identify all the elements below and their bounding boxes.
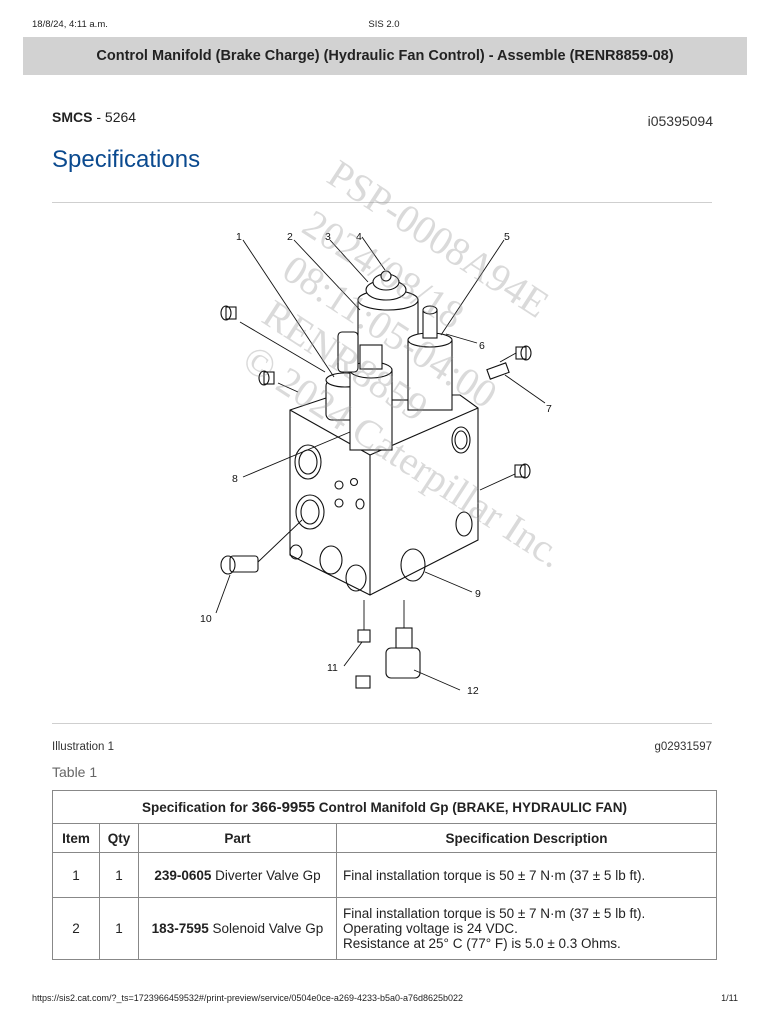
- callout-12: 12: [467, 685, 479, 697]
- app-name: SIS 2.0: [368, 19, 400, 30]
- smcs-separator: -: [92, 109, 105, 125]
- page-number: 1/11: [721, 993, 738, 1003]
- callout-8: 8: [232, 473, 238, 485]
- divider-top: [52, 202, 712, 203]
- section-title: Specifications: [52, 146, 201, 173]
- table-caption: Table 1: [52, 764, 98, 780]
- part-name: Solenoid Valve Gp: [208, 921, 324, 936]
- cell-item: 2: [52, 897, 100, 960]
- table-title: Specification for 366-9955 Control Manif…: [52, 790, 717, 824]
- table-row: 2 1 183-7595 Solenoid Valve Gp Final ins…: [52, 897, 717, 960]
- smcs-value: 5264: [104, 109, 137, 125]
- header-part: Part: [138, 823, 337, 853]
- specification-table: Specification for 366-9955 Control Manif…: [52, 790, 717, 960]
- part-name: Diverter Valve Gp: [211, 867, 321, 883]
- callout-2: 2: [287, 231, 293, 243]
- document-id: i05395094: [647, 113, 713, 129]
- cell-description: Final installation torque is 50 ± 7 N·m …: [336, 852, 717, 898]
- callout-6: 6: [479, 340, 485, 352]
- smcs-label: SMCS: [52, 109, 93, 125]
- cell-description: Final installation torque is 50 ± 7 N·m …: [336, 897, 717, 960]
- part-number: 239-0605: [154, 867, 212, 883]
- callout-3: 3: [325, 231, 331, 243]
- cell-qty: 1: [99, 852, 139, 898]
- part-number: 183-7595: [151, 921, 209, 936]
- callout-7: 7: [546, 403, 552, 415]
- callout-11: 11: [327, 662, 338, 674]
- cell-qty: 1: [99, 897, 139, 960]
- callout-10: 10: [200, 613, 212, 625]
- callout-1: 1: [236, 231, 242, 243]
- print-header: 18/8/24, 4:11 a.m. SIS 2.0: [0, 19, 768, 33]
- header-description: Specification Description: [336, 823, 717, 853]
- illustration: 1 2 3 4 5 6 7 8 9 10 11 12: [190, 224, 650, 704]
- illustration-caption: Illustration 1: [52, 741, 115, 753]
- callout-5: 5: [504, 231, 510, 243]
- header-item: Item: [52, 823, 100, 853]
- divider-bottom: [52, 723, 712, 724]
- manifold-diagram: 1 2 3 4 5 6 7 8 9 10 11 12: [200, 231, 552, 697]
- print-date: 18/8/24, 4:11 a.m.: [32, 19, 108, 30]
- cell-item: 1: [52, 852, 100, 898]
- page-url: https://sis2.cat.com/?_ts=1723966459532#…: [32, 993, 464, 1003]
- illustration-graphic-id: g02931597: [654, 741, 712, 753]
- table-row: 1 1 239-0605 Diverter Valve Gp Final ins…: [52, 852, 717, 898]
- document-title-bar: Control Manifold (Brake Charge) (Hydraul…: [23, 37, 747, 75]
- callout-9: 9: [475, 588, 481, 600]
- cell-part: 183-7595 Solenoid Valve Gp: [138, 897, 337, 960]
- table-title-part-number: 366-9955: [251, 798, 315, 816]
- cell-part: 239-0605 Diverter Valve Gp: [138, 852, 337, 898]
- smcs-code: SMCS - 5264: [52, 109, 136, 125]
- document-title: Control Manifold (Brake Charge) (Hydraul…: [96, 48, 674, 64]
- header-qty: Qty: [99, 823, 139, 853]
- callout-4: 4: [356, 231, 362, 243]
